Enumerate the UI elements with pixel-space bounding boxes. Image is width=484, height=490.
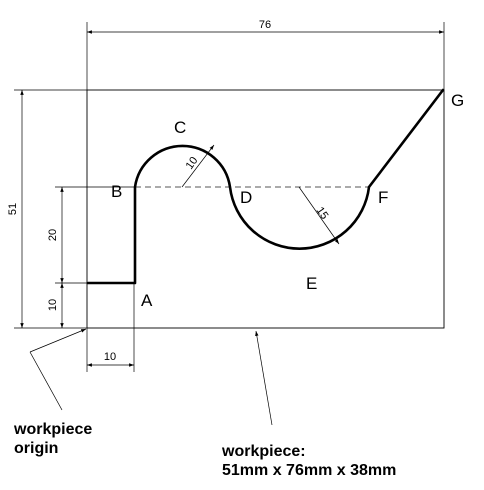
point-label-f: F <box>378 188 388 207</box>
workpiece-note-line1: workpiece: <box>222 443 306 460</box>
radius-c-leader <box>181 144 215 188</box>
a-offset-dimension-value: 10 <box>104 351 116 363</box>
origin-note: workpiece origin <box>14 420 92 458</box>
width-dimension-value: 76 <box>259 19 271 31</box>
origin-leader-arrow <box>29 328 87 353</box>
workpiece-note: workpiece: 51mm x 76mm x 38mm <box>222 442 396 480</box>
origin-note-line2: origin <box>14 440 59 457</box>
b-height-dimension-value: 20 <box>47 229 59 241</box>
origin-note-line1: workpiece <box>14 421 93 438</box>
height-dimension-value: 51 <box>7 203 19 215</box>
a-height-dimension-value: 10 <box>47 299 59 311</box>
radius-e-value: 15 <box>314 205 331 222</box>
workpiece-note-line2: 51mm x 76mm x 38mm <box>222 462 397 479</box>
origin-leader-line <box>29 351 63 411</box>
workpiece-leader-arrow <box>255 330 273 426</box>
radius-c-value: 10 <box>184 155 201 172</box>
point-label-c: C <box>174 118 186 137</box>
workpiece-outline <box>86 89 445 329</box>
point-label-d: D <box>240 188 252 207</box>
point-label-e: E <box>306 274 317 293</box>
radius-e-leader <box>298 186 340 245</box>
point-label-a: A <box>141 291 153 310</box>
point-label-g: G <box>451 91 464 110</box>
tool-path <box>86 88 445 285</box>
point-label-b: B <box>111 182 122 201</box>
